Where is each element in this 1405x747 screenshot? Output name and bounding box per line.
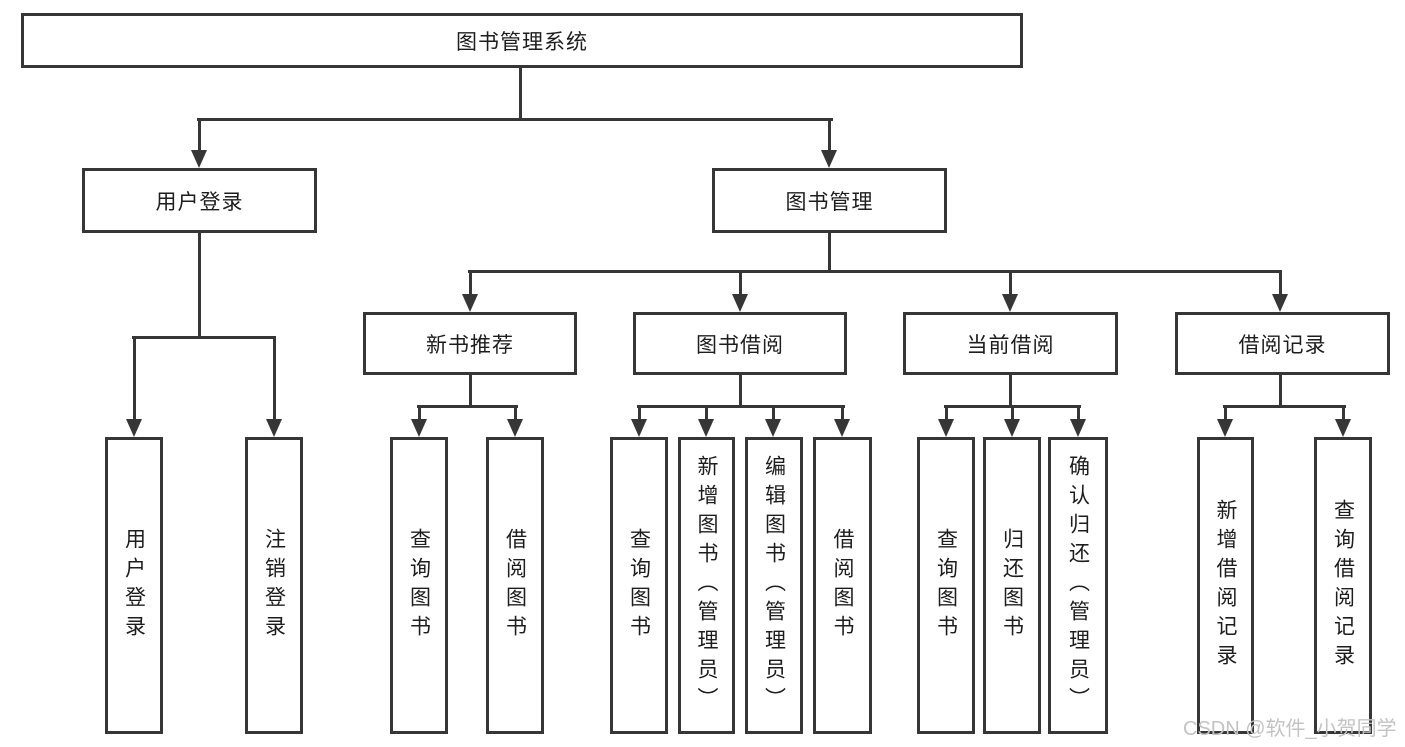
connector-line bbox=[469, 375, 472, 408]
leaf-query-books-recommend: 查询图书 bbox=[390, 437, 448, 734]
connector-line bbox=[841, 405, 844, 420]
arrowhead-icon bbox=[1004, 419, 1020, 437]
connector-line bbox=[1077, 405, 1080, 420]
connector-line bbox=[1009, 375, 1012, 408]
leaf-label: 新增借阅记录 bbox=[1214, 498, 1237, 673]
leaf-logout: 注销登录 bbox=[245, 437, 303, 734]
node-user-login: 用户登录 bbox=[82, 168, 317, 233]
connector-line bbox=[1009, 270, 1012, 295]
arrowhead-icon bbox=[1002, 294, 1018, 312]
leaf-label: 查询图书 bbox=[627, 527, 651, 644]
connector-line bbox=[468, 270, 1282, 273]
leaf-label: 查询图书 bbox=[407, 527, 431, 644]
connector-line bbox=[739, 270, 742, 295]
connector-line bbox=[198, 118, 201, 151]
connector-line bbox=[417, 405, 518, 408]
csdn-watermark: CSDN @软件_小贺同学 bbox=[1183, 718, 1397, 740]
connector-line bbox=[945, 405, 948, 420]
arrowhead-icon bbox=[1217, 419, 1233, 437]
node-borrow-records: 借阅记录 bbox=[1175, 312, 1390, 375]
leaf-query-books-borrow: 查询图书 bbox=[610, 437, 668, 734]
leaf-confirm-return-admin: 确认归还（管理员） bbox=[1048, 437, 1108, 734]
connector-line bbox=[1223, 405, 1346, 408]
connector-line bbox=[1279, 375, 1282, 408]
connector-line bbox=[637, 405, 845, 408]
leaf-add-books-admin: 新增图书（管理员） bbox=[678, 437, 735, 734]
connector-line bbox=[739, 375, 742, 408]
leaf-label: 新增图书（管理员） bbox=[695, 455, 718, 716]
arrowhead-icon bbox=[507, 419, 523, 437]
leaf-label: 确认归还（管理员） bbox=[1066, 455, 1090, 716]
connector-line bbox=[132, 336, 276, 339]
leaf-add-borrow-record: 新增借阅记录 bbox=[1197, 437, 1254, 734]
connector-line bbox=[1224, 405, 1227, 420]
connector-line bbox=[514, 405, 517, 420]
leaf-label: 用户登录 bbox=[122, 527, 146, 644]
node-current-borrow: 当前借阅 bbox=[903, 312, 1118, 375]
leaf-query-books-current: 查询图书 bbox=[917, 437, 975, 734]
leaf-label: 查询借阅记录 bbox=[1331, 498, 1355, 673]
connector-line bbox=[418, 405, 421, 420]
leaf-label: 编辑图书（管理员） bbox=[762, 455, 786, 716]
arrowhead-icon bbox=[1272, 294, 1288, 312]
arrowhead-icon bbox=[411, 419, 427, 437]
connector-line bbox=[469, 270, 472, 295]
connector-line bbox=[772, 405, 775, 420]
arrowhead-icon bbox=[834, 419, 850, 437]
node-book-borrow: 图书借阅 bbox=[633, 312, 847, 375]
leaf-edit-books-admin: 编辑图书（管理员） bbox=[745, 437, 803, 734]
node-root-library-system: 图书管理系统 bbox=[21, 13, 1023, 68]
leaf-borrow-books-recommend: 借阅图书 bbox=[486, 437, 544, 734]
connector-line bbox=[273, 336, 276, 420]
arrowhead-icon bbox=[938, 419, 954, 437]
connector-line bbox=[1011, 405, 1014, 420]
arrowhead-icon bbox=[698, 419, 714, 437]
connector-line bbox=[1279, 270, 1282, 295]
arrowhead-icon bbox=[732, 294, 748, 312]
node-book-management: 图书管理 bbox=[712, 168, 947, 233]
arrowhead-icon bbox=[765, 419, 781, 437]
connector-line bbox=[197, 118, 833, 121]
arrowhead-icon bbox=[631, 419, 647, 437]
arrowhead-icon bbox=[191, 150, 207, 168]
leaf-query-borrow-record: 查询借阅记录 bbox=[1314, 437, 1372, 734]
connector-line bbox=[638, 405, 641, 420]
arrowhead-icon bbox=[462, 294, 478, 312]
connector-line bbox=[828, 233, 831, 272]
leaf-label: 注销登录 bbox=[262, 527, 286, 644]
arrowhead-icon bbox=[126, 419, 142, 437]
leaf-label: 归还图书 bbox=[1000, 527, 1024, 644]
connector-line bbox=[198, 233, 201, 338]
connector-line bbox=[1342, 405, 1345, 420]
connector-line bbox=[133, 336, 136, 420]
node-new-book-recommend: 新书推荐 bbox=[363, 312, 577, 375]
leaf-label: 借阅图书 bbox=[503, 527, 527, 644]
arrowhead-icon bbox=[1070, 419, 1086, 437]
connector-line bbox=[828, 118, 831, 151]
leaf-label: 查询图书 bbox=[934, 527, 958, 644]
leaf-borrow-books: 借阅图书 bbox=[813, 437, 872, 734]
leaf-user-login: 用户登录 bbox=[105, 437, 163, 734]
arrowhead-icon bbox=[1335, 419, 1351, 437]
connector-line bbox=[519, 68, 522, 120]
arrowhead-icon bbox=[266, 419, 282, 437]
leaf-return-books: 归还图书 bbox=[983, 437, 1041, 734]
arrowhead-icon bbox=[821, 150, 837, 168]
leaf-label: 借阅图书 bbox=[831, 527, 854, 644]
connector-line bbox=[705, 405, 708, 420]
